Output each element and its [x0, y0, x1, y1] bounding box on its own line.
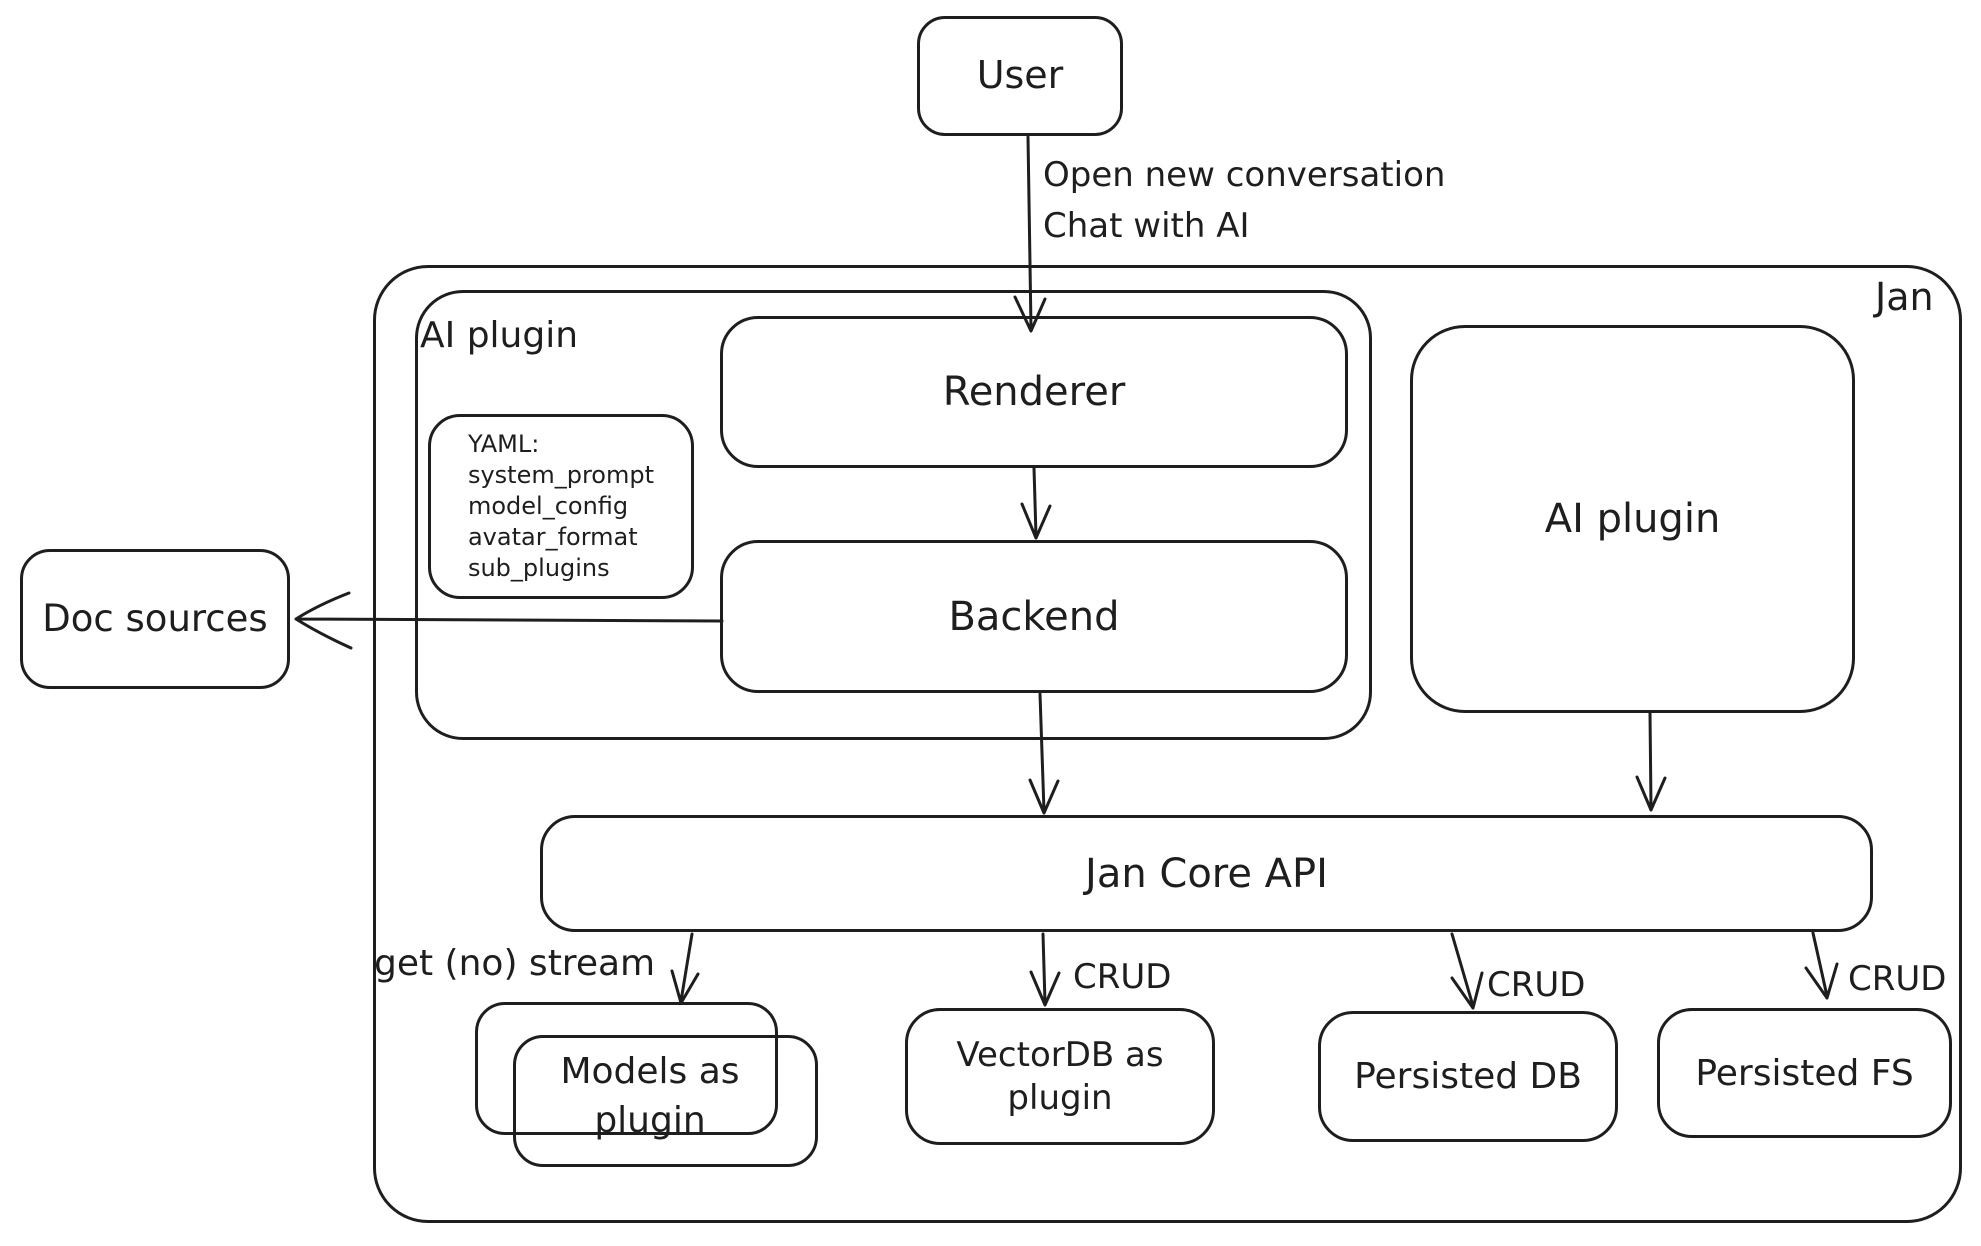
edge-label-get-no-stream: get (no) stream: [374, 943, 656, 984]
node-backend: Backend: [720, 540, 1348, 693]
yaml-note-line: avatar_format: [467, 523, 638, 551]
node-vectordb-as-plugin-label: VectorDB as plugin: [956, 1035, 1164, 1118]
node-ai-plugin-right-label: AI plugin: [1544, 496, 1721, 542]
yaml-note-line: sub_plugins: [467, 554, 610, 582]
node-backend-label: Backend: [948, 593, 1120, 640]
node-persisted-fs-label: Persisted FS: [1695, 1052, 1914, 1094]
node-models-as-plugin-label: Models as plugin: [560, 1051, 740, 1141]
yaml-note-text: YAML: system_prompt model_config avatar_…: [468, 429, 654, 584]
node-doc-sources: Doc sources: [20, 549, 290, 689]
node-ai-plugin-right: AI plugin: [1410, 325, 1855, 713]
edge-label-crud-vectordb: CRUD: [1073, 957, 1172, 997]
container-ai-plugin-left-label: AI plugin: [420, 315, 579, 356]
node-models-as-plugin-front: [513, 1035, 818, 1167]
node-yaml-note: YAML: system_prompt model_config avatar_…: [428, 414, 694, 599]
node-jan-core-api: Jan Core API: [540, 815, 1873, 932]
edge-label-open-conversation: Open new conversation Chat with AI: [1043, 155, 1446, 246]
edge-label-crud-persisted-db: CRUD: [1487, 965, 1586, 1005]
container-jan: [373, 265, 1962, 1223]
yaml-note-line: system_prompt: [467, 461, 655, 489]
node-renderer: Renderer: [720, 316, 1348, 468]
node-user-label: User: [976, 53, 1064, 98]
node-models-as-plugin-back: [475, 1002, 778, 1135]
node-vectordb-as-plugin: VectorDB as plugin: [905, 1008, 1215, 1145]
node-persisted-fs: Persisted FS: [1657, 1008, 1952, 1138]
node-persisted-db: Persisted DB: [1318, 1011, 1618, 1142]
node-persisted-db-label: Persisted DB: [1354, 1056, 1582, 1097]
yaml-note-line: model_config: [467, 492, 629, 520]
yaml-note-line: YAML:: [467, 430, 540, 458]
edge-label-crud-persisted-fs: CRUD: [1848, 959, 1947, 999]
node-doc-sources-label: Doc sources: [42, 596, 268, 640]
container-jan-label: Jan: [1875, 275, 1934, 319]
node-user: User: [917, 16, 1123, 136]
node-jan-core-api-label: Jan Core API: [1085, 850, 1328, 897]
node-renderer-label: Renderer: [942, 369, 1126, 415]
container-ai-plugin-left: [415, 290, 1372, 740]
